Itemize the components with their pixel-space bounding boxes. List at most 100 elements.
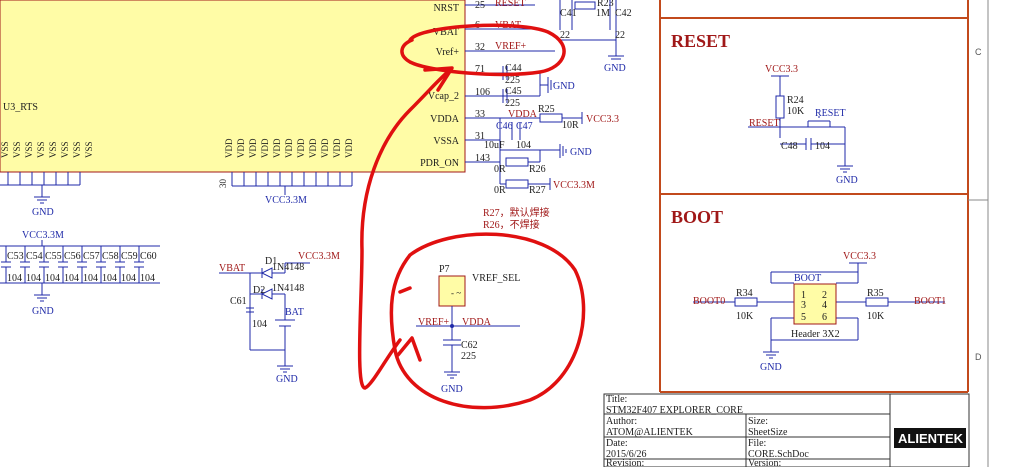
decoupling-caps (0, 240, 160, 302)
annotation-tick (398, 286, 412, 294)
cap-value-label: 104 (26, 273, 41, 284)
cap-row: C53104C54104C55104C56104C57104C58104C591… (1, 246, 157, 284)
net-gnd-bat: GND (276, 374, 298, 385)
border-row-d: D (975, 352, 982, 362)
header-pin-1: 1 (801, 290, 806, 301)
pin-label-vdda: VDDA (430, 114, 460, 125)
label-c45-val: 225 (505, 98, 520, 109)
net-reset-pin: RESET (495, 0, 526, 9)
reset-circuit (748, 75, 853, 173)
label-r25: R25 (538, 104, 555, 115)
border-row-c: C (975, 47, 982, 57)
vss-pin-labels: VSS VSS VSS VSS VSS VSS VSS VSS (0, 141, 94, 158)
net-vcc33m-caps: VCC3.3M (22, 230, 64, 241)
svg-text:VDD: VDD (308, 138, 318, 158)
label-r26-val: 0R (494, 164, 506, 175)
tb-title-value: STM32F407 EXPLORER_CORE (606, 405, 743, 416)
net-vdda-p7: VDDA (462, 317, 492, 328)
tb-size-label: Size: (748, 416, 768, 427)
label-c104: 104 (516, 140, 531, 151)
pin-num-106: 106 (475, 87, 490, 98)
section-title-reset: RESET (671, 31, 730, 51)
net-gnd-p7: GND (441, 384, 463, 395)
cap-value-label: 104 (83, 273, 98, 284)
net-vbat-diode: VBAT (219, 263, 245, 274)
tb-title-label: Title: (606, 394, 627, 405)
net-vcc33m-vdd: VCC3.3M (265, 195, 307, 206)
annotation-circle-p7 (389, 232, 586, 410)
label-header-3x2: Header 3X2 (791, 329, 840, 340)
section-frames (659, 0, 969, 393)
net-gnd-vss: GND (32, 207, 54, 218)
label-c44-val: 225 (505, 75, 520, 86)
net-vcc33m-pdr: VCC3.3M (553, 180, 595, 191)
label-p7: P7 (439, 264, 450, 275)
label-c48: C48 (781, 141, 798, 152)
boot-circuit (693, 262, 945, 359)
label-c48-val: 104 (815, 141, 830, 152)
label-d2: D2 (253, 285, 265, 296)
cap-value-label: 104 (140, 273, 155, 284)
label-r35-val: 10K (867, 311, 885, 322)
tb-date-value: 2015/6/26 (606, 449, 647, 460)
header-pin-6: 6 (822, 312, 827, 323)
label-c61: C61 (230, 296, 247, 307)
tb-author-label: Author: (606, 416, 637, 427)
cap-name-label: C56 (64, 251, 81, 262)
cap-value-label: 104 (121, 273, 136, 284)
vbat-diodes (219, 262, 310, 373)
svg-text:VDD: VDD (284, 138, 294, 158)
net-boot0: BOOT0 (693, 296, 725, 307)
label-r26: R26 (529, 164, 546, 175)
net-gnd-vssa: GND (570, 147, 592, 158)
label-r24: R24 (787, 95, 804, 106)
boot-header (793, 283, 837, 325)
svg-text:VDD: VDD (224, 138, 234, 158)
label-c41: C41 (560, 8, 577, 19)
alientek-logo: ALIENTEK (898, 431, 964, 446)
cap-name-label: C55 (45, 251, 62, 262)
pin-number-30: 30 (218, 179, 228, 189)
annotation-circle-vref (400, 23, 566, 77)
label-c42: C42 (615, 8, 632, 19)
pin-num-33: 33 (475, 109, 485, 120)
cap-value-label: 104 (102, 273, 117, 284)
vdd-pin-stubs (231, 172, 353, 195)
label-c62-val: 225 (461, 351, 476, 362)
label-r34: R34 (736, 288, 753, 299)
svg-text:VSS: VSS (72, 141, 82, 158)
p7-pin-mark: - ~ (451, 288, 461, 298)
annotation-arrow-connector (357, 68, 452, 390)
svg-text:VSS: VSS (0, 141, 10, 158)
svg-text:VDD: VDD (296, 138, 306, 158)
label-c44: C44 (505, 63, 522, 74)
tb-file-value: CORE.SchDoc (748, 449, 809, 460)
header-pin-4: 4 (822, 300, 827, 311)
net-vcc33-vdda: VCC3.3 (586, 114, 619, 125)
net-gnd-crystal: GND (604, 63, 626, 74)
header-pin-2: 2 (822, 290, 827, 301)
cap-name-label: C54 (26, 251, 43, 262)
cap-name-label: C53 (7, 251, 24, 262)
crystal-caps (559, 0, 624, 60)
svg-text:VSS: VSS (48, 141, 58, 158)
label-vref-sel: VREF_SEL (472, 273, 520, 284)
svg-text:VDD: VDD (320, 138, 330, 158)
pin-label-vssa: VSSA (433, 136, 459, 147)
tb-size-value: SheetSize (748, 427, 788, 438)
net-vcc33m-diode: VCC3.3M (298, 251, 340, 262)
label-c62: C62 (461, 340, 478, 351)
label-r25-val: 10R (562, 120, 579, 131)
mcu-chip-body (0, 0, 466, 173)
svg-text:VDD: VDD (236, 138, 246, 158)
label-bat: BAT (285, 307, 304, 318)
label-c46: C46 (496, 121, 513, 132)
vdd-pin-labels: VDD VDD VDD VDD VDD VDD VDD VDD VDD VDD … (224, 138, 354, 158)
header-pin-3: 3 (801, 300, 806, 311)
pin-num-31: 31 (475, 131, 485, 142)
label-r27-val: 0R (494, 185, 506, 196)
annotation-arrowhead-bottom (396, 336, 422, 362)
label-r27: R27 (529, 185, 546, 196)
